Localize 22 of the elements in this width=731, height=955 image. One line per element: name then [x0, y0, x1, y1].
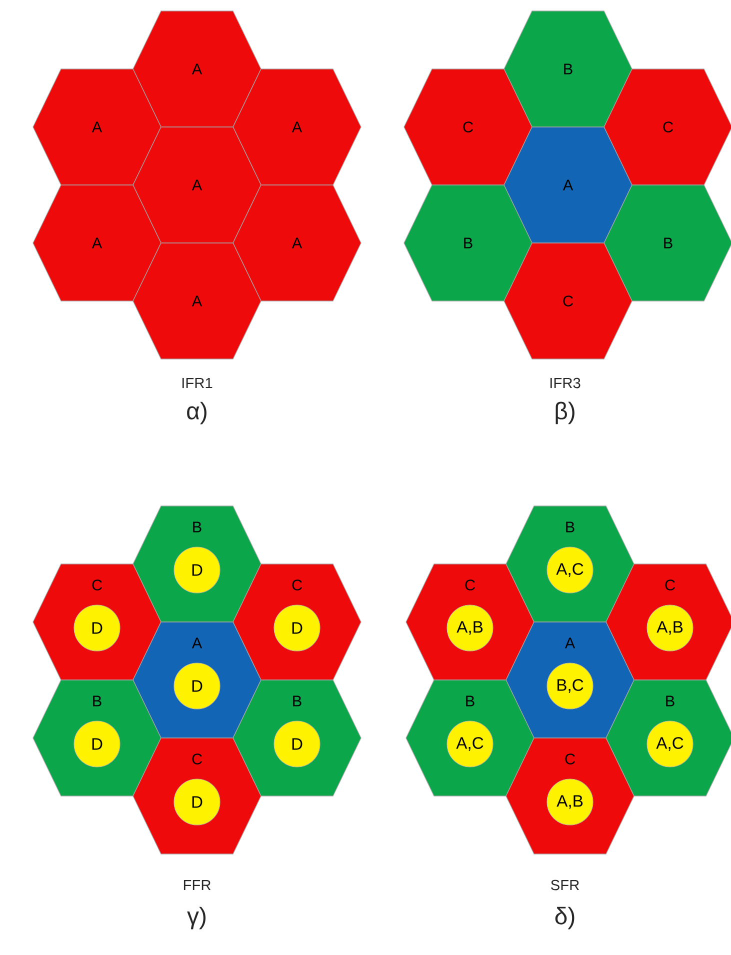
scheme-caption: SFR — [551, 880, 579, 890]
hexagon-cell: A — [504, 126, 632, 244]
hexagon-cell: C — [404, 68, 532, 186]
hexagon-cell: A — [132, 242, 262, 360]
scheme-caption: IFR1 — [182, 378, 212, 388]
hexagon-cell: C — [604, 68, 731, 186]
hexagon-cell: A — [232, 68, 362, 186]
hexagon-cell: A — [132, 126, 262, 244]
panel-label: γ) — [187, 906, 206, 930]
scheme-caption: IFR3 — [550, 378, 580, 388]
hexagon-cell: A — [32, 184, 162, 302]
panel-label: α) — [187, 402, 206, 424]
hexagon-cell: B — [604, 184, 731, 302]
hexagon-cell: B — [404, 184, 532, 302]
hexagon-cell: A — [232, 184, 362, 302]
hexagon-cell: A — [132, 10, 262, 128]
scheme-caption: FFR — [184, 880, 211, 890]
hexagon-cell: A — [32, 68, 162, 186]
hexagon-cell: C — [504, 242, 632, 360]
panel-label: β) — [556, 402, 574, 424]
hexagon-cell: B — [504, 10, 632, 128]
panel-label: δ) — [555, 906, 574, 930]
